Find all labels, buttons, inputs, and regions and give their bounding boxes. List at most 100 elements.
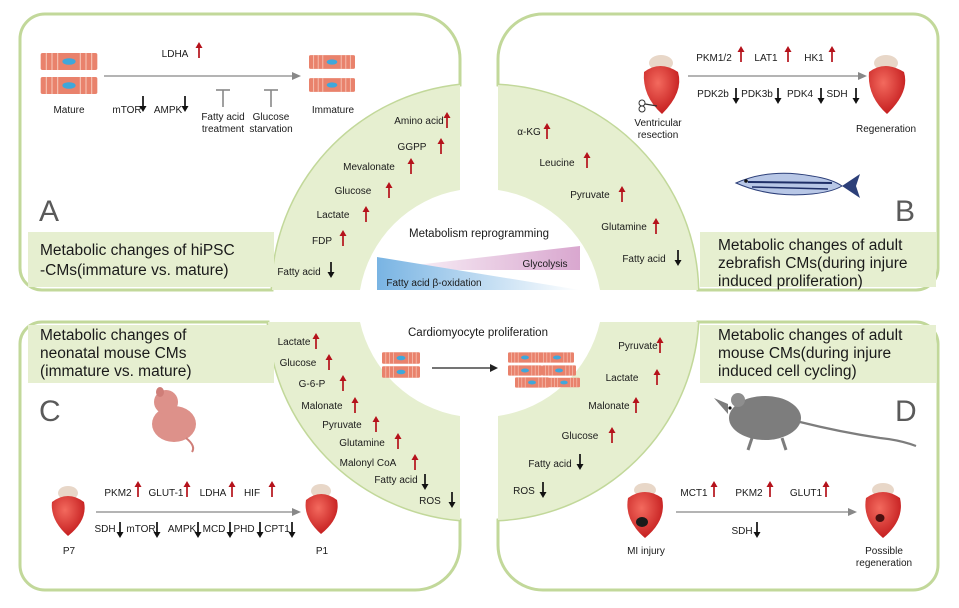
up-arrow-27 bbox=[632, 397, 640, 413]
up-arrow-23 bbox=[228, 481, 236, 497]
down-arrow-15 bbox=[448, 492, 456, 508]
up-arrow-8 bbox=[784, 46, 792, 62]
up-arrow-30 bbox=[766, 481, 774, 497]
a-met-down-0: Fatty acid bbox=[277, 267, 320, 278]
c-met-up-3: Malonate bbox=[301, 401, 343, 412]
panel-b: Ventricular resection Regeneration PKM1/… bbox=[517, 53, 916, 290]
d-up-0: MCT1 bbox=[680, 488, 708, 499]
panel-c-caption-1: Metabolic changes of bbox=[40, 327, 187, 344]
c-down-0: SDH bbox=[94, 524, 115, 535]
up-arrow-18 bbox=[372, 416, 380, 432]
a-met-up-5: FDP bbox=[312, 236, 332, 247]
d-met-up-0: Pyruvate bbox=[618, 341, 658, 352]
up-arrow-20 bbox=[411, 454, 419, 470]
d-left: MI injury bbox=[627, 546, 665, 557]
ventricular-resection-heart bbox=[638, 55, 680, 114]
c-up-2: LDHA bbox=[200, 488, 227, 499]
down-arrow-4 bbox=[774, 88, 782, 104]
panel-b-caption-1: Metabolic changes of adult bbox=[718, 237, 903, 254]
d-met-up-1: Lactate bbox=[606, 373, 639, 384]
c-left: P7 bbox=[63, 546, 76, 557]
panel-b-box bbox=[496, 12, 940, 292]
c-up-0: PKM2 bbox=[104, 488, 132, 499]
panel-d-letter: D bbox=[895, 395, 917, 428]
d-met-down-1: ROS bbox=[513, 486, 535, 497]
down-arrow-9 bbox=[153, 522, 161, 538]
up-arrow-12 bbox=[618, 186, 626, 202]
inhibit-fatty-acid bbox=[216, 89, 230, 107]
c-down-5: CPT1 bbox=[264, 524, 290, 535]
b-down-0: PDK2b bbox=[697, 89, 729, 100]
neonatal-mouse-icon bbox=[152, 387, 196, 453]
up-arrow-15 bbox=[325, 354, 333, 370]
p1-heart bbox=[305, 484, 338, 534]
d-met-up-2: Malonate bbox=[588, 401, 630, 412]
up-arrow-1 bbox=[443, 112, 451, 128]
a-down-1: AMPK bbox=[154, 105, 183, 116]
panel-c: Metabolic changes of neonatal mouse CMs … bbox=[39, 327, 441, 557]
panel-c-letter: C bbox=[39, 395, 61, 428]
a-inhibit-0-line1: Fatty acid bbox=[201, 112, 244, 123]
up-arrow-9 bbox=[828, 46, 836, 62]
up-arrow-6 bbox=[339, 230, 347, 246]
a-down-0: mTOR bbox=[112, 105, 141, 116]
proliferation-cells-right bbox=[508, 352, 580, 388]
c-met-up-1: Glucose bbox=[280, 358, 317, 369]
panel-a-caption-1: Metabolic changes of hiPSC bbox=[40, 242, 235, 259]
adult-mouse-icon bbox=[714, 393, 917, 451]
panel-b-caption-2: zebrafish CMs(during injure bbox=[718, 255, 908, 272]
panel-d-caption-2: mouse CMs(during injure bbox=[718, 345, 891, 362]
up-arrow-4 bbox=[385, 182, 393, 198]
fao-wedge bbox=[377, 257, 580, 290]
b-up-1: LAT1 bbox=[754, 53, 778, 64]
down-arrow-3 bbox=[732, 88, 740, 104]
down-arrow-2 bbox=[327, 262, 335, 278]
p7-heart bbox=[51, 486, 85, 536]
up-arrow-11 bbox=[583, 152, 591, 168]
panel-c-caption-3: (immature vs. mature) bbox=[40, 363, 192, 380]
d-right-2: regeneration bbox=[856, 558, 912, 569]
up-arrow-7 bbox=[737, 46, 745, 62]
down-arrow-13 bbox=[288, 522, 296, 538]
center-area: Metabolism reprogramming Glycolysis Fatt… bbox=[372, 228, 580, 388]
c-met-down-0: Fatty acid bbox=[374, 475, 417, 486]
up-arrow-0 bbox=[195, 42, 203, 58]
d-right-1: Possible bbox=[865, 546, 903, 557]
up-arrow-17 bbox=[351, 397, 359, 413]
up-arrow-31 bbox=[822, 481, 830, 497]
down-arrow-16 bbox=[753, 522, 761, 538]
up-arrow-22 bbox=[183, 481, 191, 497]
b-down-3: SDH bbox=[826, 89, 847, 100]
down-arrow-8 bbox=[116, 522, 124, 538]
a-met-up-4: Lactate bbox=[317, 210, 350, 221]
possible-regeneration-heart bbox=[865, 483, 901, 538]
b-met-down-0: Fatty acid bbox=[622, 254, 665, 265]
up-arrow-24 bbox=[268, 481, 276, 497]
d-met-up-3: Glucose bbox=[562, 431, 599, 442]
panel-a-caption-2: -CMs(immature vs. mature) bbox=[40, 262, 229, 279]
b-right: Regeneration bbox=[856, 124, 916, 135]
b-up-0: PKM1/2 bbox=[696, 53, 732, 64]
up-arrow-3 bbox=[407, 158, 415, 174]
down-arrow-11 bbox=[226, 522, 234, 538]
inhibit-glucose bbox=[264, 89, 278, 107]
panel-b-letter: B bbox=[895, 195, 915, 228]
up-arrow-19 bbox=[394, 433, 402, 449]
c-met-up-4: Pyruvate bbox=[322, 420, 362, 431]
b-met-up-3: Glutamine bbox=[601, 222, 647, 233]
d-down-0: SDH bbox=[731, 526, 752, 537]
c-down-1: mTOR bbox=[126, 524, 155, 535]
up-arrow-16 bbox=[339, 375, 347, 391]
up-arrow-28 bbox=[608, 427, 616, 443]
down-arrow-6 bbox=[852, 88, 860, 104]
up-arrow-26 bbox=[653, 369, 661, 385]
b-met-up-1: Leucine bbox=[539, 158, 574, 169]
glycolysis-label: Glycolysis bbox=[522, 259, 567, 270]
c-met-up-6: Malonyl CoA bbox=[340, 458, 397, 469]
c-met-up-5: Glutamine bbox=[339, 438, 385, 449]
up-arrow-13 bbox=[652, 218, 660, 234]
up-arrow-25 bbox=[656, 337, 664, 353]
mature-label: Mature bbox=[53, 105, 85, 116]
panel-d-caption-3: induced cell cycling) bbox=[718, 363, 857, 380]
